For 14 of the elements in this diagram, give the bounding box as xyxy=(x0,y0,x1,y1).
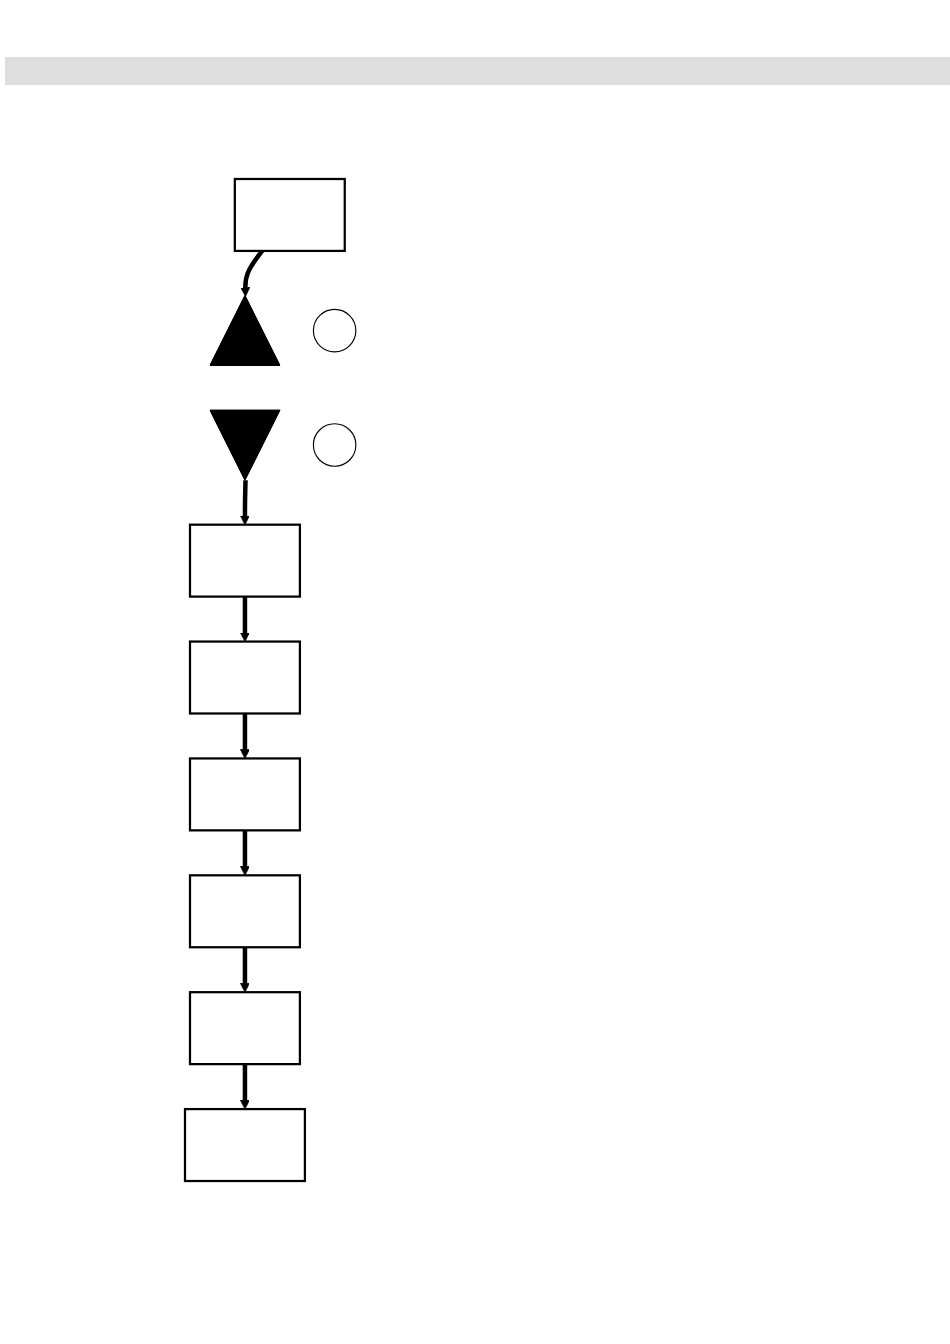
arrow xyxy=(239,1064,250,1110)
node-box xyxy=(188,640,301,715)
arrow xyxy=(239,947,250,993)
node-circle xyxy=(312,308,356,353)
node-box xyxy=(188,757,301,832)
arrow xyxy=(239,713,250,759)
node-box xyxy=(233,177,346,253)
arrow xyxy=(239,830,250,876)
node-box xyxy=(183,1107,306,1183)
node-box xyxy=(188,523,301,598)
node-box xyxy=(188,874,301,949)
arrow xyxy=(239,596,250,642)
node-circle xyxy=(312,423,356,467)
node-box xyxy=(188,991,301,1066)
